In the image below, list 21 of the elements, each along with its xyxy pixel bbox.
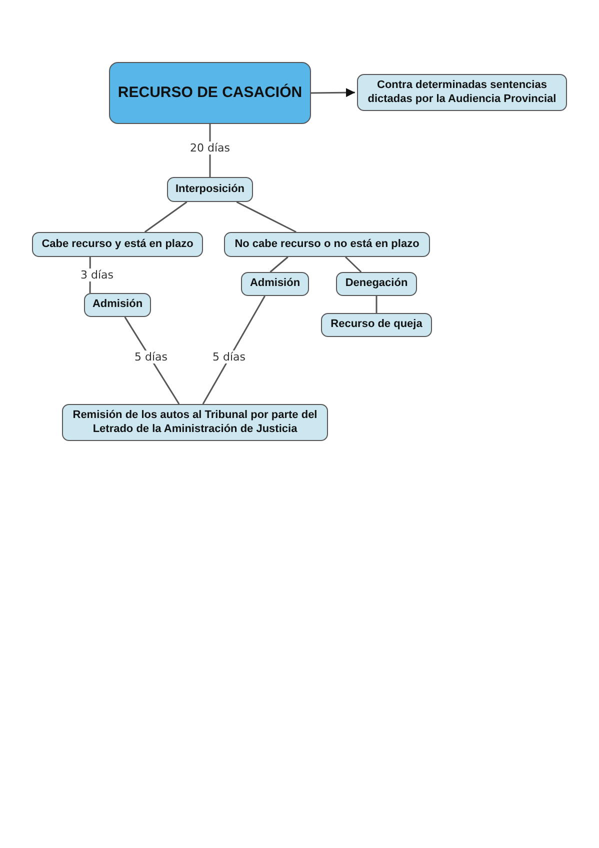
concept-box: Interposición	[167, 177, 253, 202]
concept-box: Admisión	[84, 293, 151, 317]
concept-box: Recurso de queja	[321, 313, 432, 337]
connector-line	[144, 201, 188, 233]
edge-label: 5 días	[212, 350, 246, 364]
edge-label: 5 días	[134, 350, 168, 364]
concept-box: Denegación	[336, 272, 417, 296]
edge-label: 20 días	[189, 142, 231, 154]
title-box: RECURSO DE CASACIÓN	[109, 62, 311, 124]
arrow	[311, 88, 355, 98]
concept-box: Contra determinadas sentencias dictadas por la Audiencia Provincial	[357, 74, 567, 111]
concept-box: Admisión	[241, 272, 309, 296]
connector-line	[236, 201, 296, 233]
connector-line	[270, 256, 288, 273]
concept-box: No cabe recurso o no está en plazo	[224, 232, 430, 257]
connector-line	[202, 296, 266, 404]
concept-box: Cabe recurso y está en plazo	[32, 232, 203, 257]
concept-box: Remisión de los autos al Tribunal por parte del Letrado de la Aministración de Justicia	[62, 404, 328, 441]
connector-line	[376, 296, 378, 313]
connector-line	[345, 256, 362, 273]
edge-label: 3 días	[80, 268, 114, 282]
